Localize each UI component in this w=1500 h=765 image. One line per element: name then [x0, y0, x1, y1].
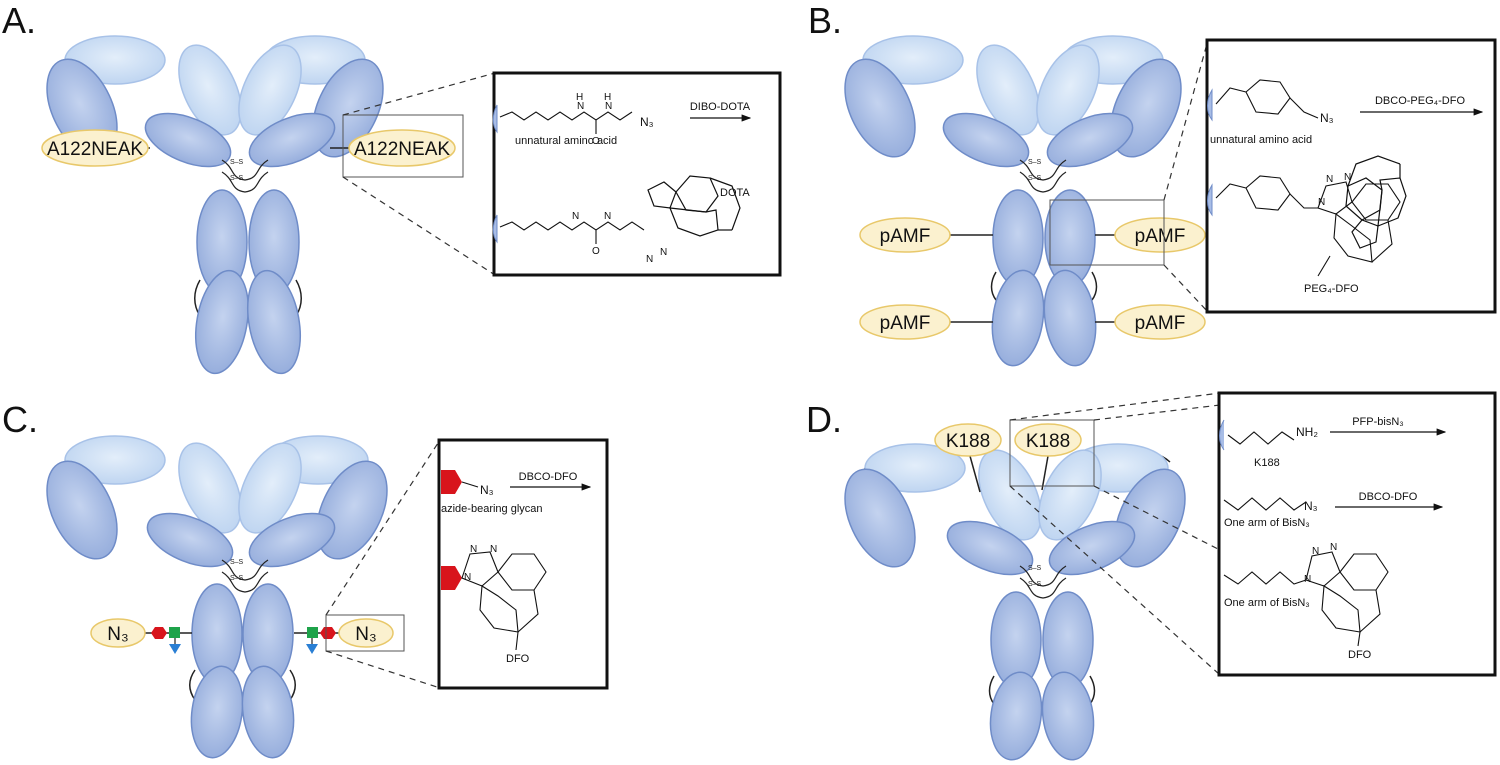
svg-text:H: H	[604, 92, 611, 103]
svg-text:N: N	[1304, 574, 1311, 585]
svg-text:N: N	[1312, 546, 1319, 557]
glycan-green-right	[307, 627, 318, 638]
product-c: DFO	[506, 653, 530, 665]
svg-text:N₃: N₃	[1320, 111, 1334, 125]
svg-text:N: N	[1344, 172, 1351, 183]
panel-c: C. S–S S–S	[2, 399, 609, 759]
svg-text:N₃: N₃	[1304, 499, 1318, 513]
tag-a-right	[348, 129, 456, 167]
zoom-box-c	[325, 614, 405, 652]
svg-text:N: N	[490, 544, 497, 555]
panel-a-label: A.	[2, 0, 36, 41]
svg-text:N: N	[646, 254, 653, 265]
svg-text:O: O	[592, 136, 600, 147]
tag-b-2	[1114, 217, 1206, 253]
tag-b-1	[859, 217, 951, 253]
product-d: DFO	[1348, 649, 1372, 661]
svg-text:S–S: S–S	[230, 559, 244, 566]
panel-d: D. S–S S–S K188 K	[806, 391, 1497, 761]
label-b-top: unnatural amino acid	[1210, 134, 1312, 146]
panel-d-label: D.	[806, 399, 842, 440]
svg-text:N: N	[1318, 197, 1325, 208]
tag-b-2-text: pAMF	[1135, 226, 1186, 247]
glycan-red-right	[320, 627, 336, 639]
svg-text:S–S: S–S	[1028, 159, 1042, 166]
glycan-red-left	[151, 627, 167, 639]
svg-text:S–S: S–S	[230, 175, 244, 182]
svg-text:S–S: S–S	[1028, 565, 1042, 572]
reagent-d-1: PFP-bisN₃	[1352, 416, 1404, 428]
svg-text:O: O	[592, 246, 600, 257]
tag-d-right-text: K188	[1026, 431, 1070, 452]
antibody-c: S–S S–S	[46, 435, 388, 759]
svg-text:H: H	[576, 92, 583, 103]
svg-text:N: N	[605, 101, 612, 112]
tag-c-right	[338, 618, 394, 648]
tag-c-left-text: N₃	[107, 624, 128, 645]
reagent-b: DBCO-PEG₄-DFO	[1375, 95, 1465, 107]
svg-text:S–S: S–S	[1028, 175, 1042, 182]
glycan-blue-left	[169, 644, 181, 654]
tag-a-left-text: A122NEAK	[47, 139, 143, 160]
glycan-blue-right	[306, 644, 318, 654]
tag-d-left-text: K188	[946, 431, 990, 452]
svg-text:N: N	[572, 211, 579, 222]
antibody-a: S–S S–S	[46, 35, 384, 375]
svg-text:N₃: N₃	[640, 115, 654, 129]
glycan-inset-top	[441, 470, 462, 494]
label-d-middle: One arm of BisN₃	[1224, 517, 1310, 529]
product-a: DOTA	[720, 187, 750, 199]
panel-b-label: B.	[808, 0, 842, 41]
tag-b-3-text: pAMF	[880, 313, 931, 334]
panel-a: A. S–S S–S	[2, 0, 782, 375]
tag-b-4	[1114, 304, 1206, 340]
panel-c-label: C.	[2, 399, 38, 440]
glycan-inset-bottom	[441, 566, 462, 590]
svg-text:NH₂: NH₂	[1296, 425, 1318, 439]
antibody-b: S–S S–S	[844, 35, 1182, 367]
label-c-top: azide-bearing glycan	[441, 503, 543, 515]
svg-text:S–S: S–S	[1028, 581, 1042, 588]
tag-b-3	[859, 304, 951, 340]
tag-c-left	[90, 618, 146, 648]
svg-text:N: N	[464, 572, 471, 583]
panel-b: B. S–S S–S pAMF p	[808, 0, 1497, 367]
reagent-c: DBCO-DFO	[519, 471, 578, 483]
label-d-bottom: One arm of BisN₃	[1224, 597, 1310, 609]
tag-a-left	[41, 129, 149, 167]
antibody-d: S–S S–S	[844, 443, 1186, 761]
tag-d-left	[934, 423, 1002, 457]
svg-text:N: N	[660, 247, 667, 258]
svg-text:N: N	[1330, 542, 1337, 553]
reagent-d-2: DBCO-DFO	[1359, 491, 1418, 503]
label-d-top: K188	[1254, 457, 1280, 469]
product-b: PEG₄-DFO	[1304, 283, 1359, 295]
glycan-green-left	[169, 627, 180, 638]
svg-text:N: N	[577, 101, 584, 112]
svg-text:N: N	[604, 211, 611, 222]
svg-text:N₃: N₃	[480, 483, 494, 497]
svg-text:S–S: S–S	[230, 159, 244, 166]
inset-a	[492, 71, 782, 277]
tag-d-right	[1014, 423, 1082, 457]
tag-b-1-text: pAMF	[880, 226, 931, 247]
label-a-top: unnatural amino acid	[515, 135, 617, 147]
reagent-a: DIBO-DOTA	[690, 101, 751, 113]
zoom-box-b	[1049, 199, 1165, 266]
zoom-box-a	[342, 114, 464, 178]
tag-b-4-text: pAMF	[1135, 313, 1186, 334]
tag-a-right-text: A122NEAK	[354, 139, 450, 160]
svg-text:S–S: S–S	[230, 575, 244, 582]
zoom-box-d	[1009, 419, 1095, 487]
tag-c-right-text: N₃	[355, 624, 376, 645]
inset-d	[1217, 391, 1497, 677]
svg-text:N: N	[470, 544, 477, 555]
svg-text:N: N	[1326, 174, 1333, 185]
